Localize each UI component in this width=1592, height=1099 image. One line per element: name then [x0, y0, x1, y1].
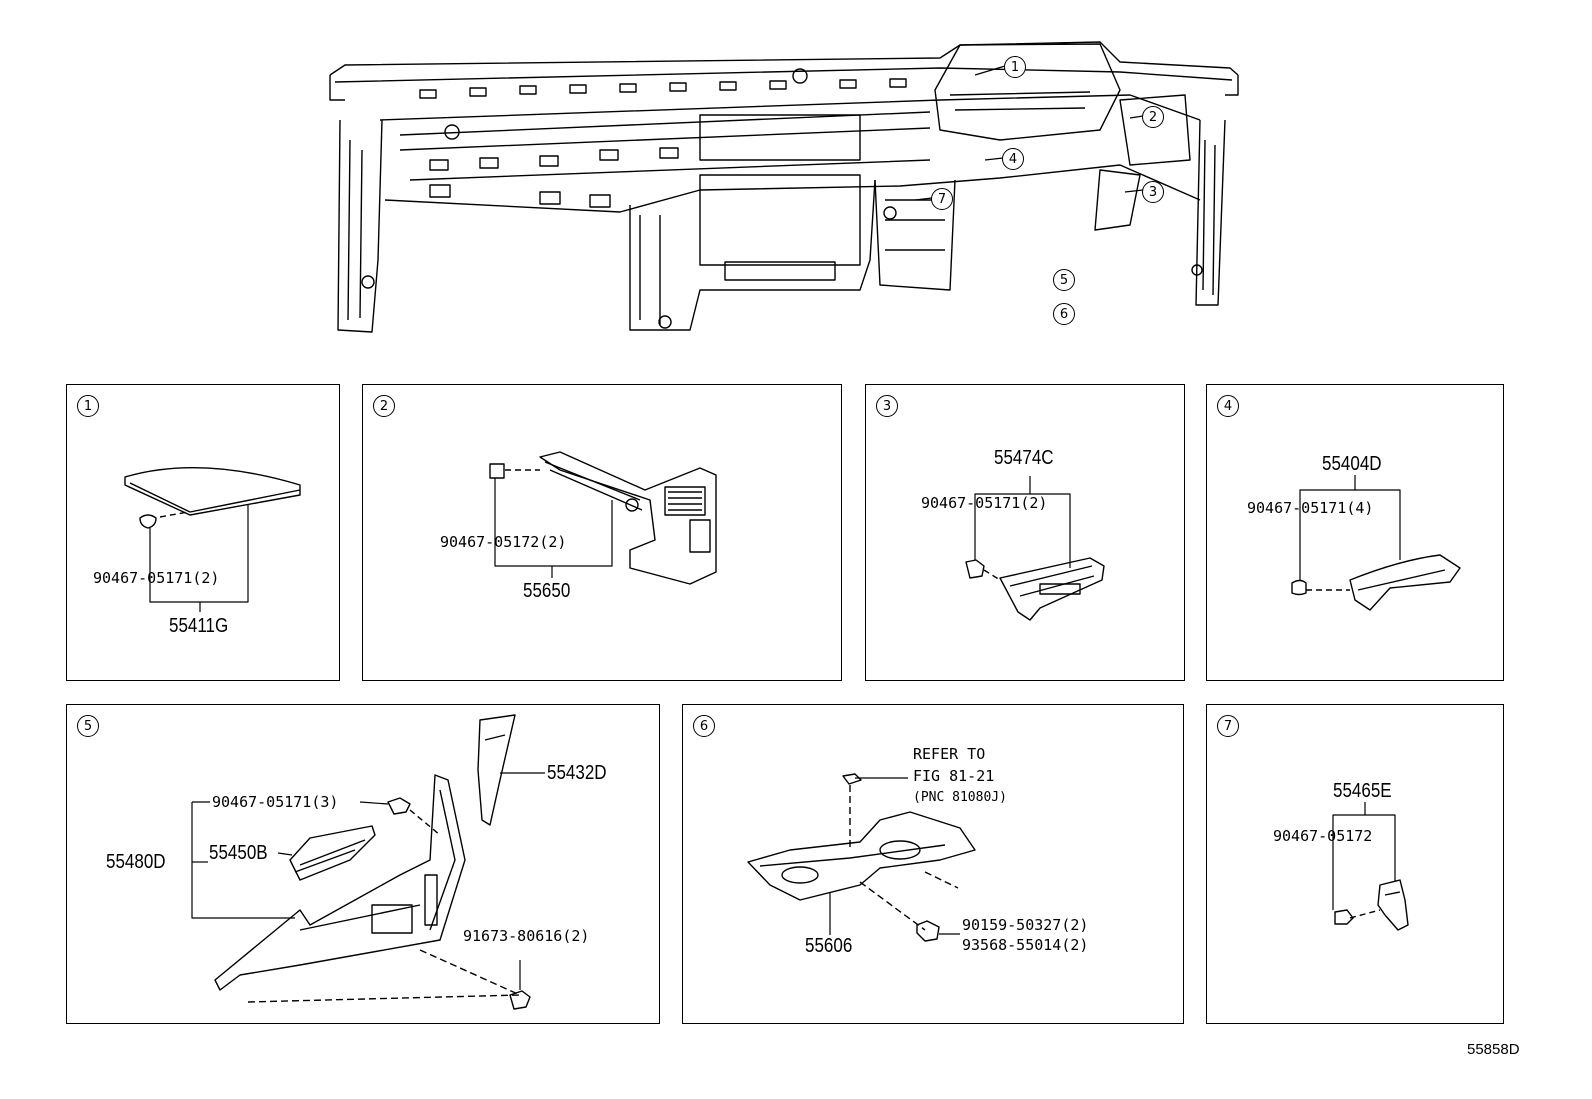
panel-6-number: 6 — [693, 715, 715, 737]
part-number-clip[interactable]: 90467-05172 — [1273, 827, 1373, 845]
part-number-clip[interactable]: 90467-05172(2) — [440, 533, 567, 551]
part-number-bolt-2[interactable]: 93568-55014(2) — [962, 936, 1089, 954]
part-number-clip[interactable]: 90467-05171(2) — [921, 494, 1048, 512]
callout-3[interactable]: 3 — [1142, 181, 1164, 203]
part-number-main[interactable]: 55465E — [1333, 780, 1392, 802]
part-number-clip[interactable]: 90467-05171(2) — [93, 569, 220, 587]
panel-2-drawing — [489, 451, 717, 585]
panel-3-number: 3 — [876, 395, 898, 417]
panel-6-drawing — [747, 773, 976, 942]
part-number-bolt-1[interactable]: 90159-50327(2) — [962, 916, 1089, 934]
part-number-main[interactable]: 55474C — [994, 447, 1054, 469]
panel-1 — [66, 384, 340, 681]
part-number-main[interactable]: 55411G — [169, 615, 229, 637]
callout-2[interactable]: 2 — [1142, 106, 1164, 128]
refer-to-text: REFER TO — [913, 745, 986, 763]
panel-4 — [1206, 384, 1504, 681]
part-number-screw[interactable]: 91673-80616(2) — [463, 927, 590, 945]
callout-5[interactable]: 5 — [1053, 269, 1075, 291]
callout-7[interactable]: 7 — [931, 188, 953, 210]
instrument-panel-frame-drawing — [329, 41, 1239, 333]
part-number-main[interactable]: 55404D — [1322, 453, 1382, 475]
panel-1-drawing — [124, 466, 301, 612]
part-number-main[interactable]: 55606 — [805, 935, 853, 957]
part-number-sub[interactable]: 55450B — [209, 842, 268, 864]
panel-2-number: 2 — [373, 395, 395, 417]
panel-3-drawing — [965, 476, 1105, 621]
panel-5-number: 5 — [77, 715, 99, 737]
panel-5 — [66, 704, 660, 1024]
panel-4-number: 4 — [1217, 395, 1239, 417]
callout-6[interactable]: 6 — [1053, 303, 1075, 325]
diagram-id: 55858D — [1467, 1041, 1520, 1058]
panel-4-drawing — [1291, 475, 1461, 611]
panel-3 — [865, 384, 1185, 681]
refer-pnc-text: (PNC 81080J) — [913, 790, 1007, 805]
callout-4[interactable]: 4 — [1002, 148, 1024, 170]
part-number-main[interactable]: 55650 — [523, 580, 571, 602]
part-number-side[interactable]: 55432D — [547, 762, 607, 784]
panel-5-drawing — [191, 714, 545, 1010]
panel-2 — [362, 384, 842, 681]
panel-1-number: 1 — [77, 395, 99, 417]
panel-7 — [1206, 704, 1504, 1024]
part-number-clip[interactable]: 90467-05171(3) — [212, 793, 339, 811]
panel-7-drawing — [1332, 802, 1409, 931]
refer-fig-text[interactable]: FIG 81-21 — [913, 767, 995, 785]
panel-6 — [682, 704, 1184, 1024]
panel-7-number: 7 — [1217, 715, 1239, 737]
part-number-clip[interactable]: 90467-05171(4) — [1247, 499, 1374, 517]
part-number-assy[interactable]: 55480D — [106, 851, 166, 873]
callout-1[interactable]: 1 — [1004, 56, 1026, 78]
